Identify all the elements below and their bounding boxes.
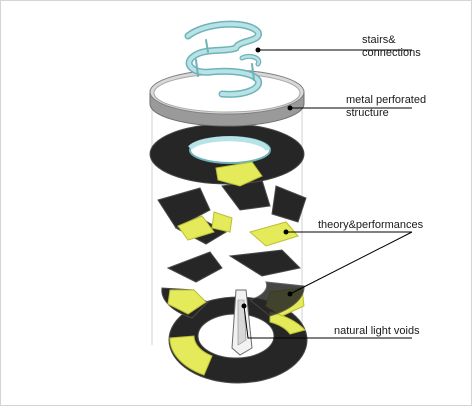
- leader-dot-voids: [241, 303, 247, 309]
- slab-1-accent: [215, 161, 263, 187]
- label-stairs-line1: stairs&: [362, 34, 396, 46]
- leader-lines: [243, 49, 413, 339]
- label-metal-line1: metal perforated: [346, 94, 427, 106]
- spiral-stairs: [184, 20, 263, 98]
- label-stairs-line2: connections: [362, 47, 421, 59]
- leader-dot-structure: [287, 105, 293, 111]
- slab-2-accent-left: [177, 215, 215, 241]
- label-voids: natural light voids: [334, 325, 420, 337]
- slab-level-3: [161, 249, 305, 319]
- metal-perforated-ring: [149, 69, 305, 127]
- leader-dot-theory-1: [283, 229, 289, 235]
- leader-dot-stairs: [255, 47, 261, 53]
- slab-level-1: [149, 123, 305, 187]
- slab-level-2: [157, 179, 307, 247]
- slab-2-accent-right: [248, 221, 299, 247]
- label-metal-line2: structure: [346, 107, 389, 119]
- leader-dot-theory-2: [287, 291, 293, 297]
- label-theory: theory&performances: [318, 219, 424, 231]
- leader-dots: [241, 47, 293, 309]
- slab-4-accent-left: [169, 335, 213, 376]
- slab-3-accent-left: [167, 289, 207, 315]
